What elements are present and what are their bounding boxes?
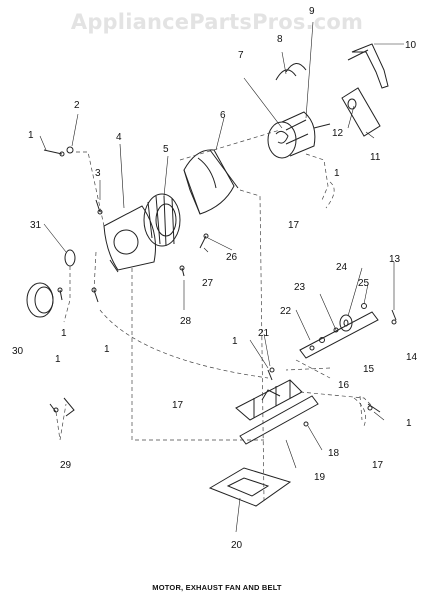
callout-17: 17 <box>172 400 184 411</box>
assembly-lines <box>55 129 373 501</box>
callout-6: 6 <box>220 110 226 121</box>
callout-9: 9 <box>309 6 315 17</box>
part-7-motor[interactable] <box>267 111 331 159</box>
callout-15: 15 <box>363 364 375 375</box>
part-31-seal[interactable] <box>64 249 76 267</box>
leader-lines <box>39 21 404 533</box>
callout-7: 7 <box>238 50 244 61</box>
callout-2: 2 <box>74 100 80 111</box>
callout-20: 20 <box>231 540 243 551</box>
callout-27: 27 <box>202 278 214 289</box>
callout-1: 1 <box>28 130 34 141</box>
part-11-bracket[interactable] <box>341 87 381 137</box>
callout-19: 19 <box>314 472 326 483</box>
callout-21: 21 <box>258 328 270 339</box>
part-6-fan-housing[interactable] <box>183 149 239 215</box>
watermark: AppliancePartsPros.com <box>70 10 364 34</box>
callout-24: 24 <box>336 262 348 273</box>
part-19-motor-mount[interactable] <box>235 379 319 445</box>
callout-12: 12 <box>332 128 344 139</box>
screws[interactable] <box>43 146 397 427</box>
callout-16: 16 <box>338 380 350 391</box>
part-4-blower-plate[interactable] <box>103 205 156 273</box>
callout-labels: 1 2 3 4 5 6 7 8 9 10 11 12 1 17 31 26 27… <box>12 6 418 551</box>
callout-18: 18 <box>328 448 340 459</box>
part-10-belt[interactable] <box>347 43 389 89</box>
callout-11: 11 <box>370 152 381 163</box>
callout-13: 13 <box>389 254 401 265</box>
callout-1: 1 <box>104 344 110 355</box>
callout-14: 14 <box>406 352 418 363</box>
callout-1: 1 <box>232 336 238 347</box>
callout-5: 5 <box>163 144 169 155</box>
part-8-clips[interactable] <box>275 63 307 81</box>
callout-22: 22 <box>280 306 292 317</box>
callout-10: 10 <box>405 40 417 51</box>
callout-1: 1 <box>61 328 67 339</box>
part-14-idler-arm[interactable] <box>299 311 379 359</box>
callout-17: 17 <box>372 460 384 471</box>
callout-3: 3 <box>95 168 101 179</box>
part-20-base-pad[interactable] <box>208 467 292 507</box>
callout-26: 26 <box>226 252 238 263</box>
callout-1: 1 <box>55 354 61 365</box>
diagram-caption: MOTOR, EXHAUST FAN AND BELT <box>152 583 282 592</box>
callout-1: 1 <box>406 418 412 429</box>
part-30-duct-collar[interactable] <box>26 282 54 318</box>
callout-31: 31 <box>30 220 42 231</box>
callout-8: 8 <box>277 34 283 45</box>
callout-23: 23 <box>294 282 306 293</box>
callout-1: 1 <box>334 168 340 179</box>
callout-28: 28 <box>180 316 192 327</box>
callout-30: 30 <box>12 346 24 357</box>
callout-29: 29 <box>60 460 72 471</box>
callout-17: 17 <box>288 220 300 231</box>
callout-4: 4 <box>116 132 122 143</box>
callout-25: 25 <box>358 278 370 289</box>
